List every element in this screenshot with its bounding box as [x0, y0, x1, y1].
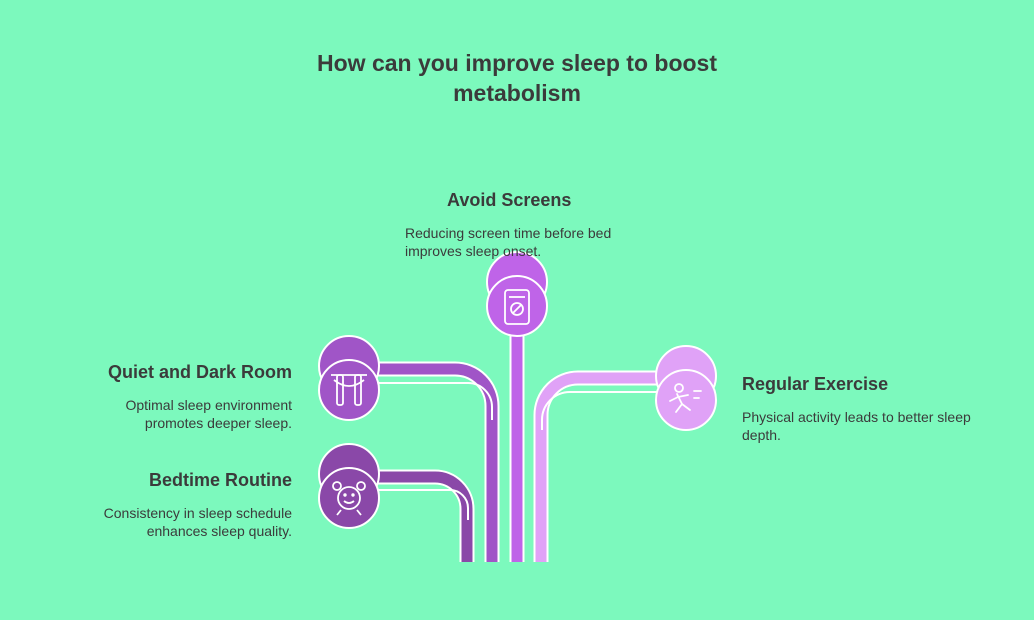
connector-exercise: [535, 372, 686, 562]
node-room: [318, 335, 380, 421]
window-curtains-icon: [331, 374, 367, 406]
heading-regular-exercise: Regular Exercise: [742, 374, 889, 394]
page-title: How can you improve sleep to boost metab…: [317, 50, 718, 106]
node-routine: [318, 443, 380, 529]
alarm-clock-icon: [332, 481, 366, 516]
node-exercise: [655, 345, 717, 431]
description-avoid-screens: Reducing screen time before bed improves…: [405, 225, 612, 259]
description-quiet-dark-room: Optimal sleep environment promotes deepe…: [125, 397, 292, 431]
heading-avoid-screens: Avoid Screens: [447, 190, 572, 210]
connector-routine: [350, 471, 473, 562]
heading-quiet-dark-room: Quiet and Dark Room: [107, 362, 292, 382]
connector-inner-lines: [378, 382, 658, 520]
connectors: [350, 300, 686, 562]
heading-bedtime-routine: Bedtime Routine: [148, 470, 292, 490]
description-bedtime-routine: Consistency in sleep schedule enhances s…: [103, 505, 292, 539]
node-screens: [486, 251, 548, 337]
description-regular-exercise: Physical activity leads to better sleep …: [742, 409, 971, 443]
running-person-icon: [669, 383, 702, 413]
phone-screen-icon: [504, 289, 530, 325]
